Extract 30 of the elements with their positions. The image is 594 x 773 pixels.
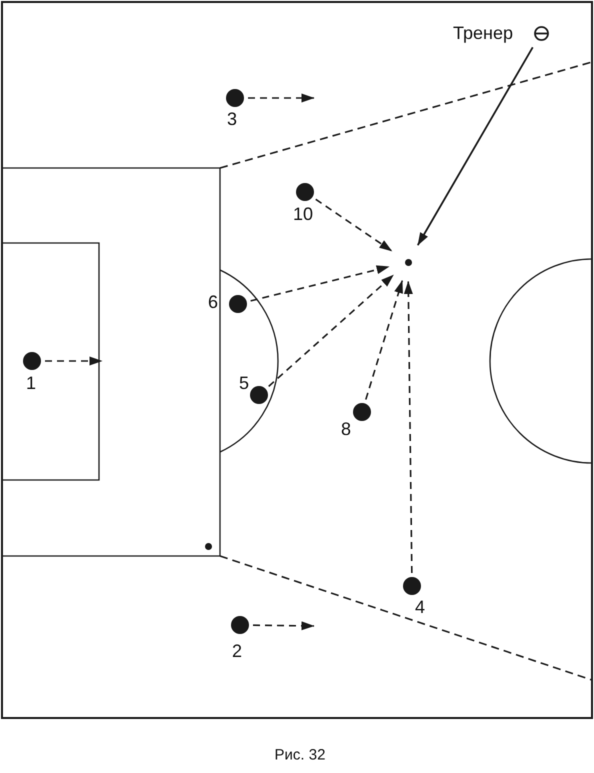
player-dot-icon xyxy=(23,352,41,370)
dashed-arrow xyxy=(248,94,314,102)
player-number: 1 xyxy=(26,374,36,392)
player-number: 8 xyxy=(341,420,351,438)
dashed-arrow xyxy=(45,356,102,366)
player-number: 4 xyxy=(415,598,425,616)
dashed-arrow xyxy=(315,198,392,252)
player-dot-icon xyxy=(226,89,244,107)
player-number: 3 xyxy=(227,110,237,128)
dashed-arrow xyxy=(250,265,390,302)
figure-caption: Рис. 32 xyxy=(274,748,326,762)
dashed-arrow xyxy=(365,280,404,400)
dashed-arrow xyxy=(252,621,314,630)
player-dot-icon xyxy=(353,403,371,421)
player-dot-icon xyxy=(403,577,421,595)
small-dot-icon xyxy=(404,258,412,266)
player-number: 5 xyxy=(239,374,249,392)
dashed-arrow xyxy=(404,281,413,574)
small-dot-icon xyxy=(204,542,212,550)
player-number: 10 xyxy=(292,205,314,223)
player-number: 2 xyxy=(232,642,242,660)
arrow xyxy=(417,46,534,246)
dashed-arrow xyxy=(268,274,394,387)
player-dot-icon xyxy=(250,386,268,404)
player-number: 6 xyxy=(208,293,218,311)
player-dot-icon xyxy=(296,183,314,201)
player-dot-icon xyxy=(231,616,249,634)
circle-minus-icon xyxy=(534,26,548,40)
coach-label: Тренер xyxy=(453,24,513,42)
player-dot-icon xyxy=(229,295,247,313)
